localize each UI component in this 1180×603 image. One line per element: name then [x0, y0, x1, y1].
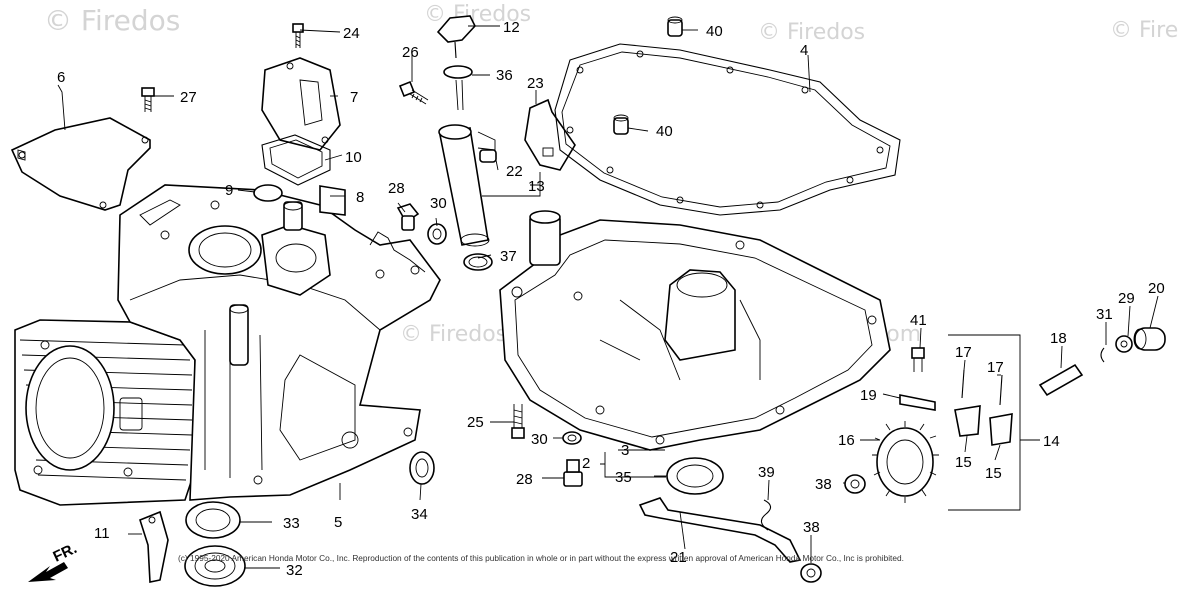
- part-31-clip: [1100, 347, 1105, 363]
- part-41-bolt: [911, 347, 925, 372]
- part-15-weight-right: [989, 413, 1013, 446]
- callout-label: 19: [860, 387, 877, 404]
- part-40-dowel-top: [667, 16, 683, 37]
- part-30-washer-2: [562, 431, 582, 445]
- callout-label: 11: [94, 525, 110, 542]
- part-17-pin-right: [999, 374, 1003, 406]
- part-7-breather-cover: [261, 57, 341, 151]
- callout-label: 3: [621, 442, 629, 459]
- part-40-dowel: [613, 114, 629, 135]
- part-15-weight-left: [954, 405, 981, 437]
- leader-lines: [57, 25, 1159, 569]
- callout-label: 17: [955, 344, 972, 361]
- callout-label: 30: [531, 431, 548, 448]
- part-25-bolt: [511, 404, 525, 439]
- callout-label: 34: [411, 506, 428, 523]
- callout-label: 22: [506, 163, 523, 180]
- callout-label: 30: [430, 195, 447, 212]
- part-39-spring: [760, 499, 772, 531]
- callout-label: 29: [1118, 290, 1135, 307]
- part-20-holder: [1133, 327, 1166, 351]
- part-35-oil-seal: [666, 457, 724, 495]
- part-10-breather-gasket: [261, 134, 331, 186]
- part-6-shield-plate: [10, 117, 151, 211]
- part-5-engine-block: [14, 184, 441, 506]
- part-19-plate: [899, 394, 936, 411]
- part-33-oil-seal: [185, 501, 241, 539]
- callout-labels: 2 3 4 5 6 7 8 9 10 11 12 13 14 15 15 16 …: [57, 19, 1165, 579]
- part-32-bearing: [184, 545, 246, 587]
- part-30-washer: [427, 223, 447, 245]
- part-34-bearing: [409, 451, 435, 485]
- part-29-washer: [1115, 335, 1133, 353]
- callout-label: 10: [345, 149, 362, 166]
- part-23-bracket: [524, 98, 576, 171]
- callout-label: 18: [1050, 330, 1067, 347]
- part-8-plate: [319, 185, 346, 216]
- part-24-bolt: [292, 23, 304, 48]
- part-28-drain-plug: [563, 459, 583, 487]
- callout-label: 17: [987, 359, 1004, 376]
- part-27-bolt: [141, 87, 155, 112]
- part-38-washer: [844, 474, 866, 494]
- callout-label: 9: [225, 182, 233, 199]
- part-4-gasket: [554, 43, 901, 216]
- part-18-shaft: [1038, 363, 1084, 397]
- callout-label: 8: [356, 189, 364, 206]
- callout-label: 6: [57, 69, 65, 86]
- callout-label: 21: [670, 549, 687, 566]
- part-3-crankcase-cover: [499, 210, 891, 451]
- part-22-pin: [479, 149, 497, 163]
- part-28-drain-bolt: [396, 203, 420, 231]
- callout-label: 38: [803, 519, 820, 536]
- copyright-notice: (c) 1995-2020 American Honda Motor Co., …: [178, 553, 904, 563]
- callout-label: 2: [582, 455, 590, 472]
- callout-label: 38: [815, 476, 832, 493]
- callout-label: 23: [527, 75, 544, 92]
- callout-label: 41: [910, 312, 927, 329]
- callout-label: 35: [615, 469, 632, 486]
- part-12-oil-cap: [436, 15, 476, 59]
- part-11-bracket: [139, 510, 169, 583]
- callout-label: 31: [1096, 306, 1113, 323]
- part-9-plug: [253, 184, 283, 202]
- part-37-oring: [463, 253, 493, 271]
- callout-label: 39: [758, 464, 775, 481]
- callout-label: 4: [800, 42, 808, 59]
- callout-label: 37: [500, 248, 517, 265]
- callout-label: 28: [516, 471, 533, 488]
- part-17-pin-left: [961, 369, 965, 399]
- callout-label: 13: [528, 178, 545, 195]
- callout-label: 15: [955, 454, 972, 471]
- part-26-bolt: [398, 80, 429, 105]
- callout-label: 16: [838, 432, 855, 449]
- front-label: FR.: [51, 540, 80, 566]
- callout-label: 27: [180, 89, 197, 106]
- front-arrow-icon: [28, 562, 68, 582]
- callout-label: 5: [334, 514, 342, 531]
- callout-label: 32: [286, 562, 303, 579]
- callout-label: 24: [343, 25, 360, 42]
- callout-label: 36: [496, 67, 513, 84]
- callout-label: 40: [656, 123, 673, 140]
- callout-label: 14: [1043, 433, 1060, 450]
- callout-label: 26: [402, 44, 419, 61]
- callout-label: 12: [503, 19, 520, 36]
- callout-label: 40: [706, 23, 723, 40]
- callout-label: 33: [283, 515, 300, 532]
- callout-label: 15: [985, 465, 1002, 482]
- part-13-oil-tube: [438, 124, 496, 247]
- part-36-oring: [443, 65, 473, 111]
- part-38-washer-2: [800, 563, 822, 583]
- callout-label: 20: [1148, 280, 1165, 297]
- callout-label: 28: [388, 180, 405, 197]
- front-direction-indicator: FR.: [28, 540, 80, 582]
- callout-label: 25: [467, 414, 484, 431]
- part-16-governor-gear: [872, 421, 939, 503]
- callout-label: 7: [350, 89, 358, 106]
